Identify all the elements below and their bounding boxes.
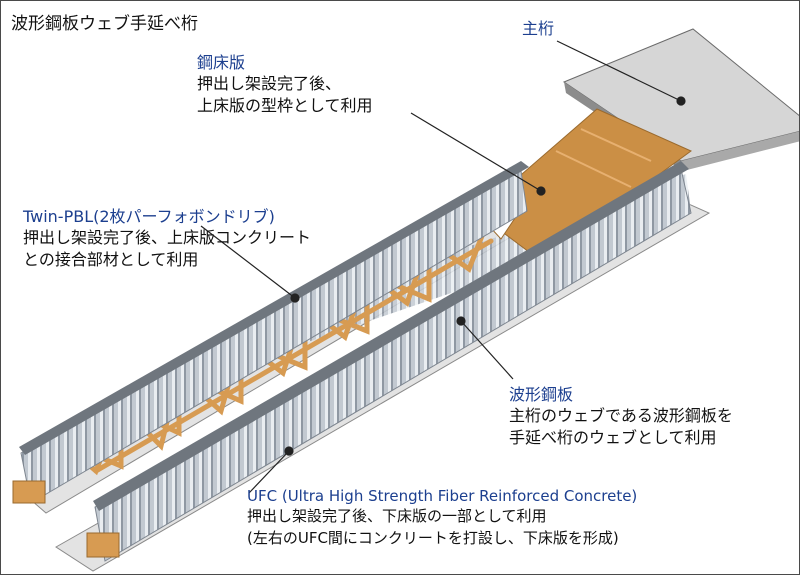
leader-dot-steel-deck (536, 186, 546, 196)
twin-pbl-line-1: 押出し架設完了後、上床版コンクリート (23, 228, 312, 247)
steel-deck-callout: 鋼床版 押出し架設完了後、 上床版の型枠として利用 (197, 49, 373, 117)
leader-steel-deck (410, 112, 542, 192)
top-flange-right (93, 161, 689, 511)
leader-main-girder (556, 40, 682, 102)
twin-pbl-heading: Twin-PBL(2枚パーフォボンドリブ) (23, 207, 275, 226)
steel-deck-line-1: 押出し架設完了後、 (197, 74, 342, 93)
twin-pbl-callout: Twin-PBL(2枚パーフォボンドリブ) 押出し架設完了後、上床版コンクリート… (23, 203, 311, 271)
end-block-right (86, 532, 120, 558)
diagram-title: 波形鋼板ウェブ手延べ桁 (11, 14, 198, 34)
corrugated-steel-heading: 波形鋼板 (509, 385, 574, 404)
steel-deck-plate (476, 108, 692, 262)
steel-deck-line-2: 上床版の型枠として利用 (197, 96, 373, 115)
ufc-heading: UFC (Ultra High Strength Fiber Reinforce… (247, 487, 638, 505)
steel-deck-heading: 鋼床版 (197, 53, 246, 72)
leader-dot-twin-pbl (290, 293, 300, 303)
top-flange-left (19, 161, 529, 455)
leader-corrugated (460, 320, 514, 380)
main-girder-edge (681, 131, 799, 171)
corrugated-steel-line-2: 手延べ桁のウェブとして利用 (509, 428, 717, 447)
ufc-callout: UFC (Ultra High Strength Fiber Reinforce… (247, 487, 637, 549)
ufc-line-1: 押出し架設完了後、下床版の一部として利用 (247, 507, 547, 525)
twin-pbl-line-2: との接合部材として利用 (23, 250, 199, 269)
leader-dot-ufc (284, 446, 294, 456)
corrugated-steel-line-1: 主桁のウェブである波形鋼板を (509, 406, 733, 425)
ufc-line-2: (左右のUFC間にコンクリートを打設し、下床版を形成) (247, 529, 619, 547)
corrugated-steel-callout: 波形鋼板 主桁のウェブである波形鋼板を 手延べ桁のウェブとして利用 (509, 381, 733, 449)
main-girder-heading: 主桁 (522, 19, 555, 38)
leader-ufc (248, 450, 290, 494)
leader-dot-main-girder (676, 96, 686, 106)
end-block-left (12, 480, 46, 504)
leader-dot-corrugated (456, 316, 466, 326)
leader-twin-pbl (200, 225, 296, 299)
